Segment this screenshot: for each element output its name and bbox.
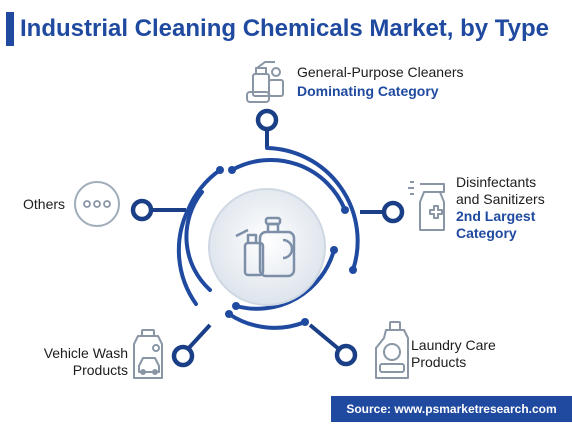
detergent-bottle-icon — [375, 321, 409, 379]
arc-end-dots — [216, 166, 357, 326]
node-laundry — [334, 343, 358, 367]
laundry-label-line2: Products — [411, 354, 467, 370]
general-purpose-tag: Dominating Category — [297, 83, 439, 99]
disinfectants-tag-line2: Category — [456, 225, 517, 241]
arc-inner-bottom — [227, 312, 307, 330]
arc-mid — [230, 157, 347, 212]
arc-dot — [330, 246, 338, 254]
orbit-arcs — [176, 146, 360, 330]
disinfectants-label-line1: Disinfectants — [456, 174, 537, 190]
car-wash-bottle-icon — [133, 329, 163, 379]
connector-laundry — [308, 323, 342, 352]
segment-nodes — [130, 108, 405, 368]
arc-dot — [216, 166, 224, 174]
more-dots-icon — [74, 181, 120, 227]
source-banner: Source: www.psmarketresearch.com — [331, 396, 572, 422]
center-circle — [208, 188, 326, 306]
general-purpose-label: General-Purpose Cleaners — [297, 64, 464, 80]
vehicle-label-line1: Vehicle Wash — [43, 345, 128, 361]
chemical-bottles-icon — [235, 216, 296, 278]
arc-dot — [225, 310, 233, 318]
others-label: Others — [23, 196, 66, 212]
others-icon-ring — [74, 181, 120, 227]
arc-dot — [228, 166, 236, 174]
disinfectants-tag-line1: 2nd Largest — [456, 208, 536, 224]
arc-dot — [349, 266, 357, 274]
arc-dot — [301, 318, 309, 326]
laundry-label-line1: Laundry Care — [411, 337, 496, 353]
node-disinfectants — [381, 200, 405, 224]
arc-outer — [265, 146, 360, 272]
arc-dot — [341, 206, 349, 214]
node-vehicle — [171, 344, 195, 368]
arc-mid-bottom — [234, 248, 336, 311]
title-accent-bar — [6, 12, 14, 46]
connector-lines — [150, 130, 385, 352]
arc-outer-left — [176, 168, 222, 306]
node-others — [130, 198, 154, 222]
arc-inner-left — [184, 190, 212, 292]
page-title: Industrial Cleaning Chemicals Market, by… — [20, 15, 550, 42]
node-general-purpose — [255, 108, 279, 132]
cleaning-supplies-icon — [246, 61, 284, 103]
disinfectants-label-line2: and Sanitizers — [456, 191, 545, 207]
spray-bottle-icon — [408, 181, 445, 231]
connector-vehicle — [185, 323, 212, 352]
vehicle-label-line2: Products — [72, 362, 128, 378]
arc-dot — [232, 302, 240, 310]
